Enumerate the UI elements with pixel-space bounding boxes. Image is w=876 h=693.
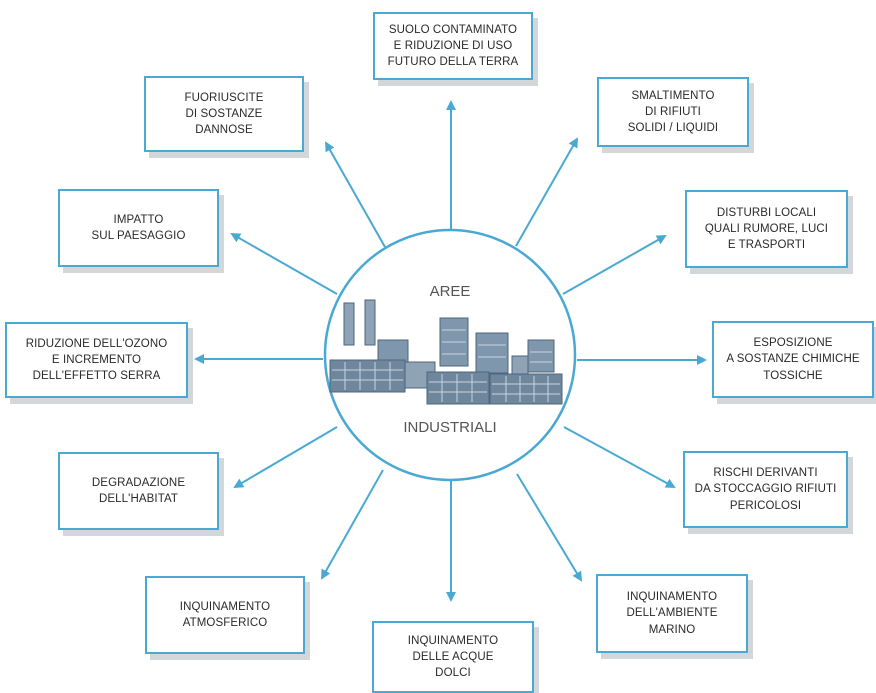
arrow-to-atmosferico <box>321 469 384 580</box>
box-esposizione-sostanze-text: ESPOSIZIONE A SOSTANZE CHIMICHE TOSSICHE <box>726 337 860 382</box>
arrow-to-disturbi <box>562 235 667 295</box>
box-impatto-paesaggio-text: IMPATTO SUL PAESAGGIO <box>91 213 186 242</box>
box-inquinamento-atmosferico-text: INQUINAMENTO ATMOSFERICO <box>179 600 271 629</box>
box-inquinamento-marino-text: INQUINAMENTO DELL'AMBIENTE MARINO <box>626 591 718 636</box>
center-label-top: AREE <box>429 283 471 300</box>
box-inquinamento-marino: INQUINAMENTO DELL'AMBIENTE MARINO <box>596 574 748 653</box>
box-disturbi-locali-text: DISTURBI LOCALI QUALI RUMORE, LUCI E TRA… <box>704 206 829 252</box>
center-label-bottom: INDUSTRIALI <box>403 419 497 436</box>
box-degradazione-habitat: DEGRADAZIONE DELL'HABITAT <box>58 452 219 530</box>
box-degradazione-habitat-text: DEGRADAZIONE DELL'HABITAT <box>91 476 186 505</box>
box-disturbi-locali: DISTURBI LOCALI QUALI RUMORE, LUCI E TRA… <box>685 190 848 268</box>
arrow-to-rischi <box>563 426 676 488</box>
box-inquinamento-atmosferico: INQUINAMENTO ATMOSFERICO <box>145 576 305 654</box>
box-esposizione-sostanze: ESPOSIZIONE A SOSTANZE CHIMICHE TOSSICHE <box>712 321 874 398</box>
box-rischi-stoccaggio-text: RISCHI DERIVANTI DA STOCCAGGIO RIFIUTI P… <box>694 467 837 512</box>
arrow-to-marino <box>516 473 583 582</box>
box-inquinamento-acque-dolci: INQUINAMENTO DELLE ACQUE DOLCI <box>372 621 534 693</box>
arrow-to-fuoriuscite <box>325 141 386 248</box>
arrow-to-habitat <box>233 426 338 489</box>
arrows-group <box>194 100 707 602</box>
box-rischi-stoccaggio: RISCHI DERIVANTI DA STOCCAGGIO RIFIUTI P… <box>683 451 848 528</box>
arrow-to-smaltimento <box>515 137 578 247</box>
box-fuoriuscite-sostanze-text: FUORIUSCITE DI SOSTANZE DANNOSE <box>184 91 264 137</box>
box-fuoriuscite-sostanze: FUORIUSCITE DI SOSTANZE DANNOSE <box>144 76 304 152</box>
box-riduzione-ozono: RIDUZIONE DELL'OZONO E INCREMENTO DELL'E… <box>5 322 188 398</box>
box-smaltimento-rifiuti: SMALTIMENTO DI RIFIUTI SOLIDI / LIQUIDI <box>597 77 749 147</box>
box-suolo-contaminato-text: SUOLO CONTAMINATO E RIDUZIONE DI USO FUT… <box>387 23 519 69</box>
box-inquinamento-acque-dolci-text: INQUINAMENTO DELLE ACQUE DOLCI <box>407 634 499 680</box>
factory-illustration <box>329 299 563 405</box>
box-smaltimento-rifiuti-text: SMALTIMENTO DI RIFIUTI SOLIDI / LIQUIDI <box>627 89 719 135</box>
box-impatto-paesaggio: IMPATTO SUL PAESAGGIO <box>58 189 219 267</box>
box-riduzione-ozono-text: RIDUZIONE DELL'OZONO E INCREMENTO DELL'E… <box>25 337 168 383</box>
box-suolo-contaminato: SUOLO CONTAMINATO E RIDUZIONE DI USO FUT… <box>373 12 533 80</box>
arrow-to-paesaggio <box>230 233 338 295</box>
